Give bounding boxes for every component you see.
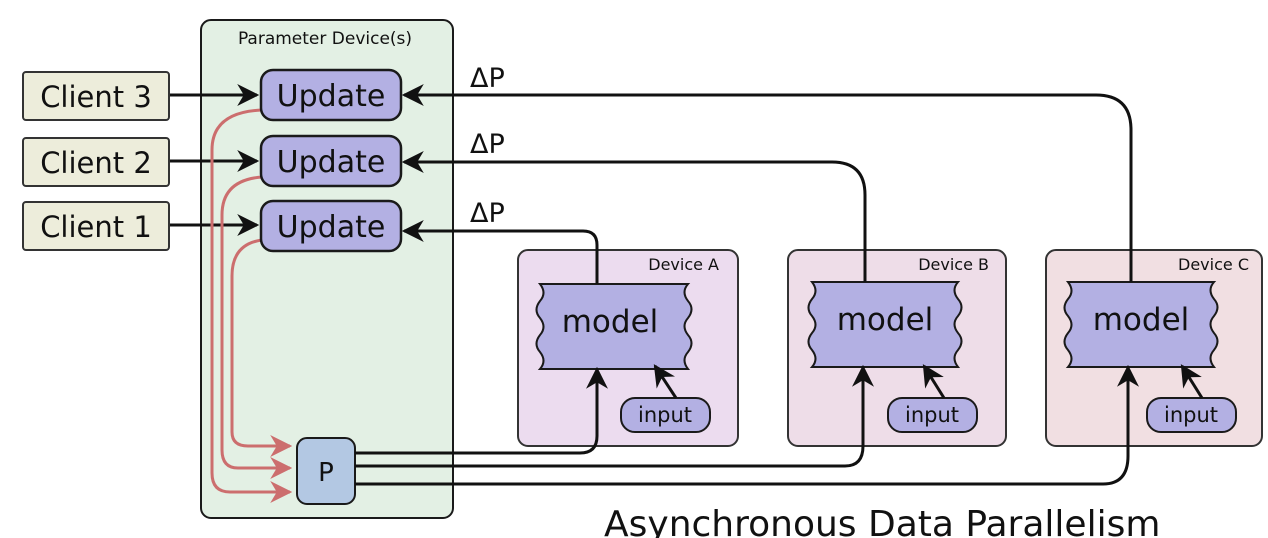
device-b-model-box <box>807 281 963 368</box>
device-c-input-label: input <box>1164 403 1218 427</box>
client-2-label: Client 2 <box>40 146 152 180</box>
device-a-input-label: input <box>638 403 692 427</box>
device-a-model-label: model <box>562 304 659 340</box>
delta-p-label-2: ΔP <box>470 129 505 160</box>
p-to-device-c-arrow <box>355 364 1139 486</box>
update-1-box <box>259 199 403 253</box>
device-c-model-label: model <box>1093 302 1190 338</box>
device-c-model-box <box>1063 281 1219 368</box>
diagram-title: Asynchronous Data Parallelism <box>604 504 1160 538</box>
parameters-p-box <box>296 437 356 505</box>
client-3-label: Client 3 <box>40 80 152 114</box>
device-a-input-arrow <box>653 364 678 399</box>
update-1-to-p-arrow <box>230 238 293 457</box>
update-2-to-p-arrow <box>220 175 293 479</box>
device-c-input-box <box>1146 397 1237 433</box>
update-2-box <box>259 134 403 188</box>
delta-p-b-arrow <box>401 151 867 282</box>
update-1-label: Update <box>277 210 386 245</box>
p-to-device-a-arrow <box>355 366 608 455</box>
client-1-box <box>22 201 170 251</box>
delta-p-label-3: ΔP <box>470 63 505 94</box>
device-a-model-box <box>535 283 693 370</box>
device-b-input-label: input <box>905 403 959 427</box>
device-c-input-arrow <box>1180 364 1204 399</box>
device-c-label: Device C <box>1178 255 1249 274</box>
client-2-box <box>22 137 170 187</box>
p-to-device-b-arrow <box>355 364 874 468</box>
device-b-input-box <box>887 397 978 433</box>
device-a-label: Device A <box>648 255 719 274</box>
update-3-label: Update <box>277 79 386 114</box>
device-b-label: Device B <box>918 255 989 274</box>
update-2-label: Update <box>277 145 386 180</box>
update-3-box <box>259 68 403 122</box>
parameters-p-label: P <box>318 458 334 488</box>
delta-p-a-arrow <box>401 220 599 284</box>
delta-p-c-arrow <box>401 84 1133 282</box>
client-1-label: Client 1 <box>40 210 152 244</box>
device-b-model-label: model <box>837 302 934 338</box>
parameter-device-label: Parameter Device(s) <box>238 29 412 49</box>
device-b-input-arrow <box>922 364 946 399</box>
device-a-input-box <box>620 397 711 433</box>
client-3-box <box>22 71 170 121</box>
update-3-to-p-arrow <box>210 108 293 503</box>
delta-p-label-1: ΔP <box>470 198 505 229</box>
